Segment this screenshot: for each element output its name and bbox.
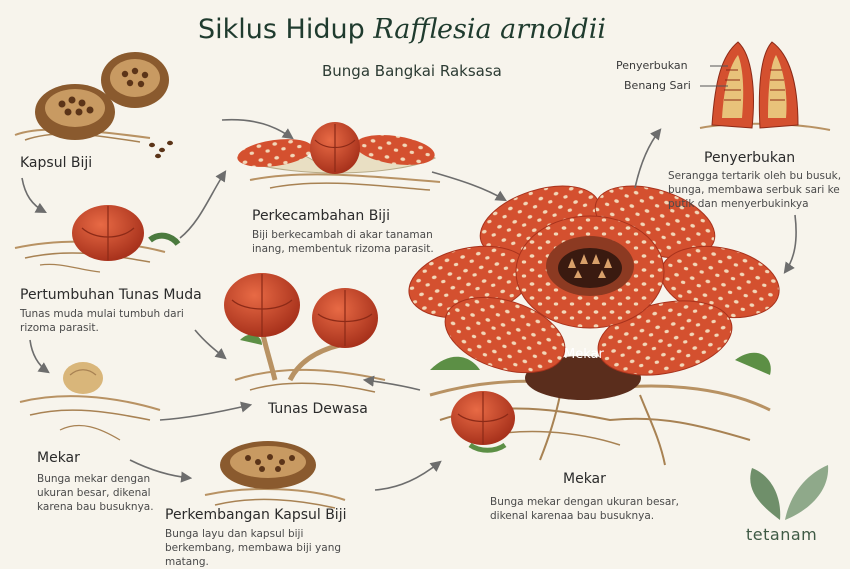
young-bud-illustration	[14, 205, 181, 273]
arrow-flower-to-pollination	[634, 128, 662, 189]
page-subtitle: Bunga Bangkai Raksasa	[322, 62, 502, 80]
small-bud-illustration	[19, 362, 161, 441]
label-tunas-dewasa: Tunas Dewasa	[268, 401, 368, 417]
arrow-capsule-to-germination	[221, 118, 294, 140]
pollination-cross-section-illustration	[699, 41, 831, 131]
desc-mekar-right: Bunga mekar dengan ukuran besar, dikenal…	[490, 496, 679, 522]
desc-perkecambahan-biji: Biji berkecambah di akar tanaman inang, …	[252, 229, 434, 255]
rafflesia-flower-illustration	[408, 185, 780, 466]
capsule-development-illustration	[204, 441, 346, 509]
label-mekar-center: Mekar	[564, 347, 604, 362]
page-title: Siklus Hidup Rafflesia arnoldii	[198, 14, 606, 45]
arrow-pollination-to-flower	[783, 214, 797, 274]
arrow-to-germination	[179, 170, 227, 239]
arrow-capsule-to-flower	[374, 460, 442, 491]
title-main: Siklus Hidup	[198, 14, 365, 45]
arrow-bud-to-small	[29, 339, 50, 374]
desc-penyerbukan: Serangga tertarik oleh bu busuk, bunga, …	[668, 170, 842, 210]
arrow-small-to-mature	[159, 401, 253, 421]
arrow-germination-to-flower	[431, 171, 507, 202]
desc-pertumbuhan-tunas-muda: Tunas muda mulai tumbuh dari rizoma para…	[20, 308, 184, 334]
callout-benang-sari: Benang Sari	[624, 79, 691, 92]
seed-capsule-illustration	[14, 52, 173, 159]
label-kapsul-biji: Kapsul Biji	[20, 155, 93, 171]
germination-illustration	[237, 122, 441, 191]
mature-buds-illustration	[224, 273, 386, 393]
arrow-flower-to-mature	[362, 375, 421, 391]
title-scientific: Rafflesia arnoldii	[373, 14, 606, 45]
arrow-bud-to-mature	[194, 329, 227, 360]
arrow-capsule-to-bud	[21, 177, 47, 214]
arrow-to-capsule-development	[129, 459, 193, 483]
tetanam-logo-icon	[750, 465, 829, 520]
bud-near-flower-illustration	[451, 391, 515, 453]
label-pertumbuhan-tunas-muda: Pertumbuhan Tunas Muda	[20, 287, 202, 303]
label-perkembangan-kapsul-biji: Perkembangan Kapsul Biji	[165, 507, 347, 523]
label-mekar-left: Mekar	[37, 450, 80, 466]
label-mekar-right: Mekar	[563, 471, 606, 487]
callout-penyerbukan: Penyerbukan	[616, 59, 688, 72]
desc-mekar-left: Bunga mekar dengan ukuran besar, dikenal…	[37, 473, 154, 513]
desc-perkembangan-kapsul-biji: Bunga layu dan kapsul biji berkembang, m…	[165, 528, 342, 568]
brand-logo-text: tetanam	[746, 525, 818, 544]
cycle-arrows	[21, 118, 797, 491]
label-perkecambahan-biji: Perkecambahan Biji	[252, 208, 390, 224]
label-penyerbukan: Penyerbukan	[704, 150, 796, 166]
